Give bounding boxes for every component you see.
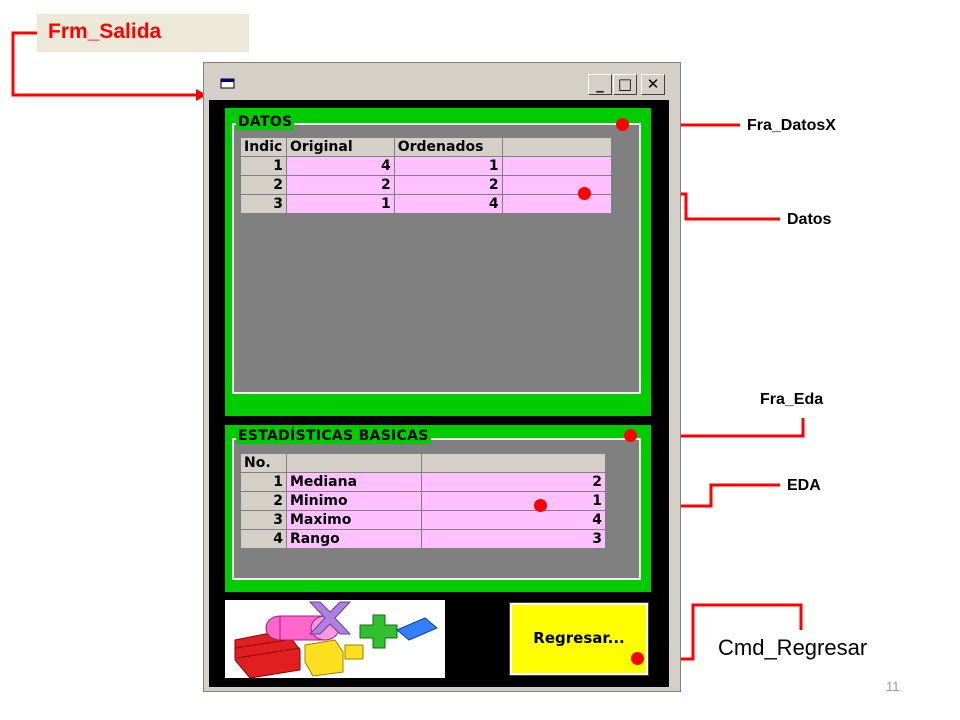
cell-value[interactable]: 4 — [420, 510, 607, 530]
regresar-button[interactable]: Regresar... — [509, 602, 649, 676]
frame-eda-label: ESTADÍSTICAS BASICAS — [236, 428, 431, 444]
cell-ordenados[interactable]: 1 — [393, 156, 503, 176]
table-row: 1 Mediana 2 — [240, 472, 607, 492]
marker-dot-datos — [578, 187, 591, 200]
maximize-button[interactable]: □ — [613, 74, 637, 95]
form-icon — [220, 77, 236, 96]
cell-ordenados[interactable]: 2 — [393, 175, 503, 195]
arrowhead-frm-salida — [196, 89, 207, 101]
marker-dot-cmd-regresar — [631, 652, 644, 665]
row-index[interactable]: 2 — [240, 491, 287, 511]
cell-ordenados[interactable]: 4 — [393, 194, 503, 214]
eda-table: No. 1 Mediana 2 2 Minimo 1 3 Maximo 4 4 … — [240, 453, 607, 549]
cell-statistic[interactable]: Rango — [285, 529, 422, 549]
eda-col-header[interactable] — [285, 453, 422, 473]
table-row: 3 Maximo 4 — [240, 510, 607, 530]
frame-datos-label: DATOS — [236, 114, 295, 130]
datos-header-row: Indic Original Ordenados — [240, 137, 613, 157]
cell-original[interactable]: 1 — [285, 194, 395, 214]
marker-dot-fra-eda — [624, 429, 637, 442]
cell-statistic[interactable]: Minimo — [285, 491, 422, 511]
cell-statistic[interactable]: Maximo — [285, 510, 422, 530]
annotation-fra-eda: Fra_Eda — [760, 391, 824, 408]
connector-frm-salida — [11, 31, 198, 97]
annotation-fra-datosx: Fra_DatosX — [747, 117, 836, 134]
row-index[interactable]: 2 — [240, 175, 287, 195]
table-row: 4 Rango 3 — [240, 529, 607, 549]
math-symbols-image — [225, 600, 445, 679]
row-index[interactable]: 4 — [240, 529, 287, 549]
table-row: 2 2 2 — [240, 175, 613, 195]
connector-fra-eda — [638, 418, 805, 438]
eda-header-row: No. — [240, 453, 607, 473]
cell-original[interactable]: 4 — [285, 156, 395, 176]
row-index[interactable]: 1 — [240, 472, 287, 492]
marker-dot-eda — [534, 499, 547, 512]
cell-statistic[interactable]: Mediana — [285, 472, 422, 492]
cell-empty[interactable] — [501, 175, 613, 195]
cell-value[interactable]: 2 — [420, 472, 607, 492]
eda-col-header[interactable] — [420, 453, 607, 473]
row-index[interactable]: 3 — [240, 194, 287, 214]
datos-table: Indic Original Ordenados 1 4 1 2 2 2 3 1… — [240, 137, 613, 214]
page-number: 11 — [886, 679, 900, 694]
eda-col-header[interactable]: No. — [240, 453, 287, 473]
datos-grid[interactable]: Indic Original Ordenados 1 4 1 2 2 2 3 1… — [240, 137, 613, 219]
form-label-box — [37, 14, 249, 52]
datos-col-header[interactable]: Original — [285, 137, 395, 157]
cell-value[interactable]: 1 — [420, 491, 607, 511]
annotation-datos: Datos — [787, 211, 832, 228]
annotation-eda: EDA — [787, 477, 821, 494]
cell-value[interactable]: 3 — [420, 529, 607, 549]
marker-dot-fra-datosx — [616, 118, 629, 131]
datos-col-header[interactable]: Indic — [240, 137, 287, 157]
datos-col-header[interactable]: Ordenados — [393, 137, 503, 157]
datos-col-header[interactable] — [501, 137, 613, 157]
table-row: 2 Minimo 1 — [240, 491, 607, 511]
table-row: 3 1 4 — [240, 194, 613, 214]
annotation-cmd-regresar: Cmd_Regresar — [718, 635, 868, 660]
row-index[interactable]: 1 — [240, 156, 287, 176]
minimize-button[interactable]: _ — [588, 74, 612, 95]
form-label: Frm_Salida — [48, 20, 162, 43]
row-index[interactable]: 3 — [240, 510, 287, 530]
cell-empty[interactable] — [501, 194, 613, 214]
cell-original[interactable]: 2 — [285, 175, 395, 195]
close-button[interactable]: ✕ — [641, 74, 665, 95]
cell-empty[interactable] — [501, 156, 613, 176]
eda-grid[interactable]: No. 1 Mediana 2 2 Minimo 1 3 Maximo 4 4 … — [240, 453, 607, 554]
table-row: 1 4 1 — [240, 156, 613, 176]
